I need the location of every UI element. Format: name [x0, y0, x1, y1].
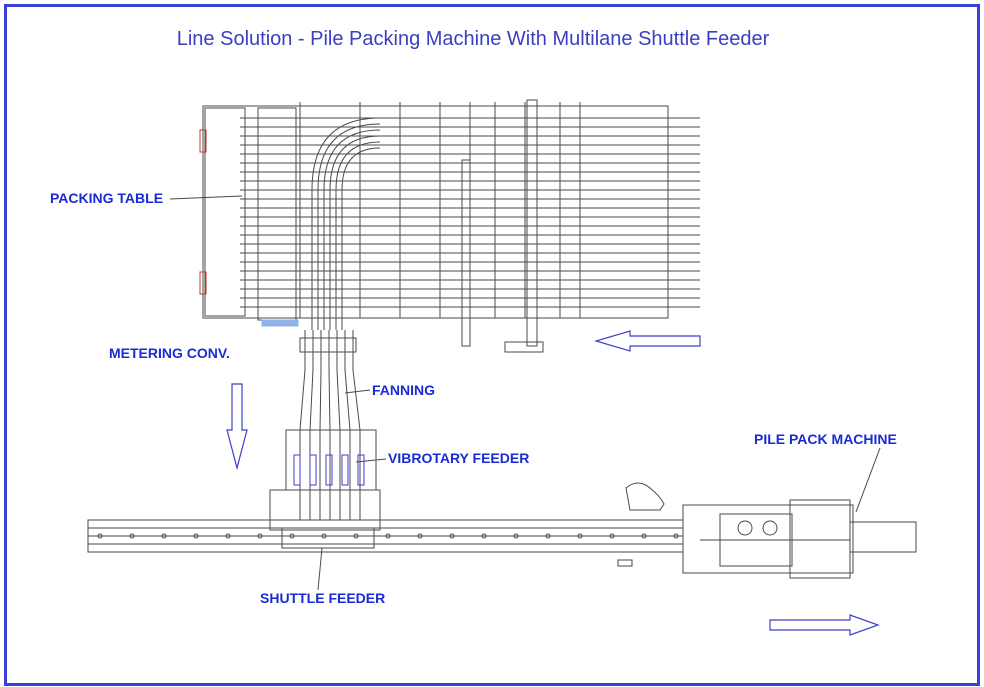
- label-fanning: FANNING: [372, 382, 435, 398]
- leader-packing-table: [169, 195, 243, 200]
- fanning-lane: [352, 369, 361, 520]
- packing-table-drawing: [199, 99, 700, 353]
- table-clamp-bottom: [199, 271, 207, 295]
- table-outline: [202, 105, 669, 319]
- label-shuttle-feeder: SHUTTLE FEEDER: [260, 590, 386, 606]
- fanning-lane: [299, 369, 306, 520]
- table-frame-left: [257, 107, 297, 321]
- lane-bend: [329, 135, 381, 330]
- feeder-lane: [293, 454, 301, 486]
- conveyor-roller: [641, 533, 647, 539]
- feeder-lane: [309, 454, 317, 486]
- table-end-panel: [204, 107, 246, 317]
- feeder-lane: [357, 454, 365, 486]
- label-leader-lines: [169, 195, 881, 591]
- conveyor-roller: [609, 533, 615, 539]
- table-plate: [261, 319, 299, 327]
- conveyor-roller: [673, 533, 679, 539]
- arrow-output-right: [769, 614, 880, 636]
- fanning-lane: [309, 369, 314, 520]
- shuttle-carriage: [281, 527, 375, 549]
- leader-pile-pack: [855, 447, 881, 513]
- leader-vibrotary: [355, 458, 387, 463]
- label-vibrotary-feeder: VIBROTARY FEEDER: [388, 450, 530, 466]
- machine-wheel: [762, 520, 778, 536]
- label-packing-table: PACKING TABLE: [50, 190, 164, 206]
- conveyor-roller: [129, 533, 135, 539]
- fanning-lane: [328, 369, 331, 520]
- lane-bend: [317, 123, 381, 330]
- machine-wheel: [737, 520, 753, 536]
- conveyor-roller: [449, 533, 455, 539]
- table-leg: [526, 99, 538, 347]
- operator-figure: [625, 482, 665, 511]
- lane-bend: [323, 129, 381, 330]
- arrow-metering-down: [226, 383, 248, 471]
- conveyor-roller: [193, 533, 199, 539]
- metering-gate: [299, 337, 357, 353]
- fanning-lane: [319, 369, 322, 520]
- conveyor-roller: [417, 533, 423, 539]
- conveyor-roller: [513, 533, 519, 539]
- leader-fanning: [344, 389, 371, 394]
- fanning-lane: [336, 369, 341, 520]
- arrow-return-left: [593, 330, 701, 352]
- sensor-box: [617, 559, 633, 567]
- conveyor-roller: [545, 533, 551, 539]
- conveyor-roller: [225, 533, 231, 539]
- conveyor-roller: [353, 533, 359, 539]
- table-bracket: [504, 341, 544, 353]
- table-leg: [461, 159, 471, 347]
- lane-bend: [335, 141, 381, 330]
- conveyor-roller: [385, 533, 391, 539]
- machine-outfeed: [849, 521, 917, 553]
- leader-shuttle: [317, 547, 323, 591]
- feeder-lane: [325, 454, 333, 486]
- label-metering-conveyor: METERING CONV.: [109, 345, 230, 361]
- conveyor-roller: [257, 533, 263, 539]
- flow-arrows: [226, 330, 880, 636]
- conveyor-roller: [161, 533, 167, 539]
- feeder-lane: [341, 454, 349, 486]
- conveyor-roller: [577, 533, 583, 539]
- conveyor-roller: [97, 533, 103, 539]
- table-clamp-top: [199, 129, 207, 153]
- machine-body: [789, 499, 851, 579]
- conveyor-roller: [321, 533, 327, 539]
- conveyor-roller: [289, 533, 295, 539]
- machine-infeed: [682, 504, 854, 574]
- feeder-base: [269, 489, 381, 531]
- diagram-title: Line Solution - Pile Packing Machine Wit…: [176, 28, 770, 50]
- pile-pack-machine-drawing: [682, 499, 917, 579]
- conveyor-roller: [481, 533, 487, 539]
- diagram-border: [4, 4, 980, 686]
- lane-bend: [311, 117, 381, 330]
- lane-bend: [341, 147, 381, 330]
- main-conveyor-drawing: [87, 482, 684, 567]
- metering-conveyor-lanes: [269, 330, 381, 531]
- label-pile-pack-machine: PILE PACK MACHINE: [754, 431, 897, 447]
